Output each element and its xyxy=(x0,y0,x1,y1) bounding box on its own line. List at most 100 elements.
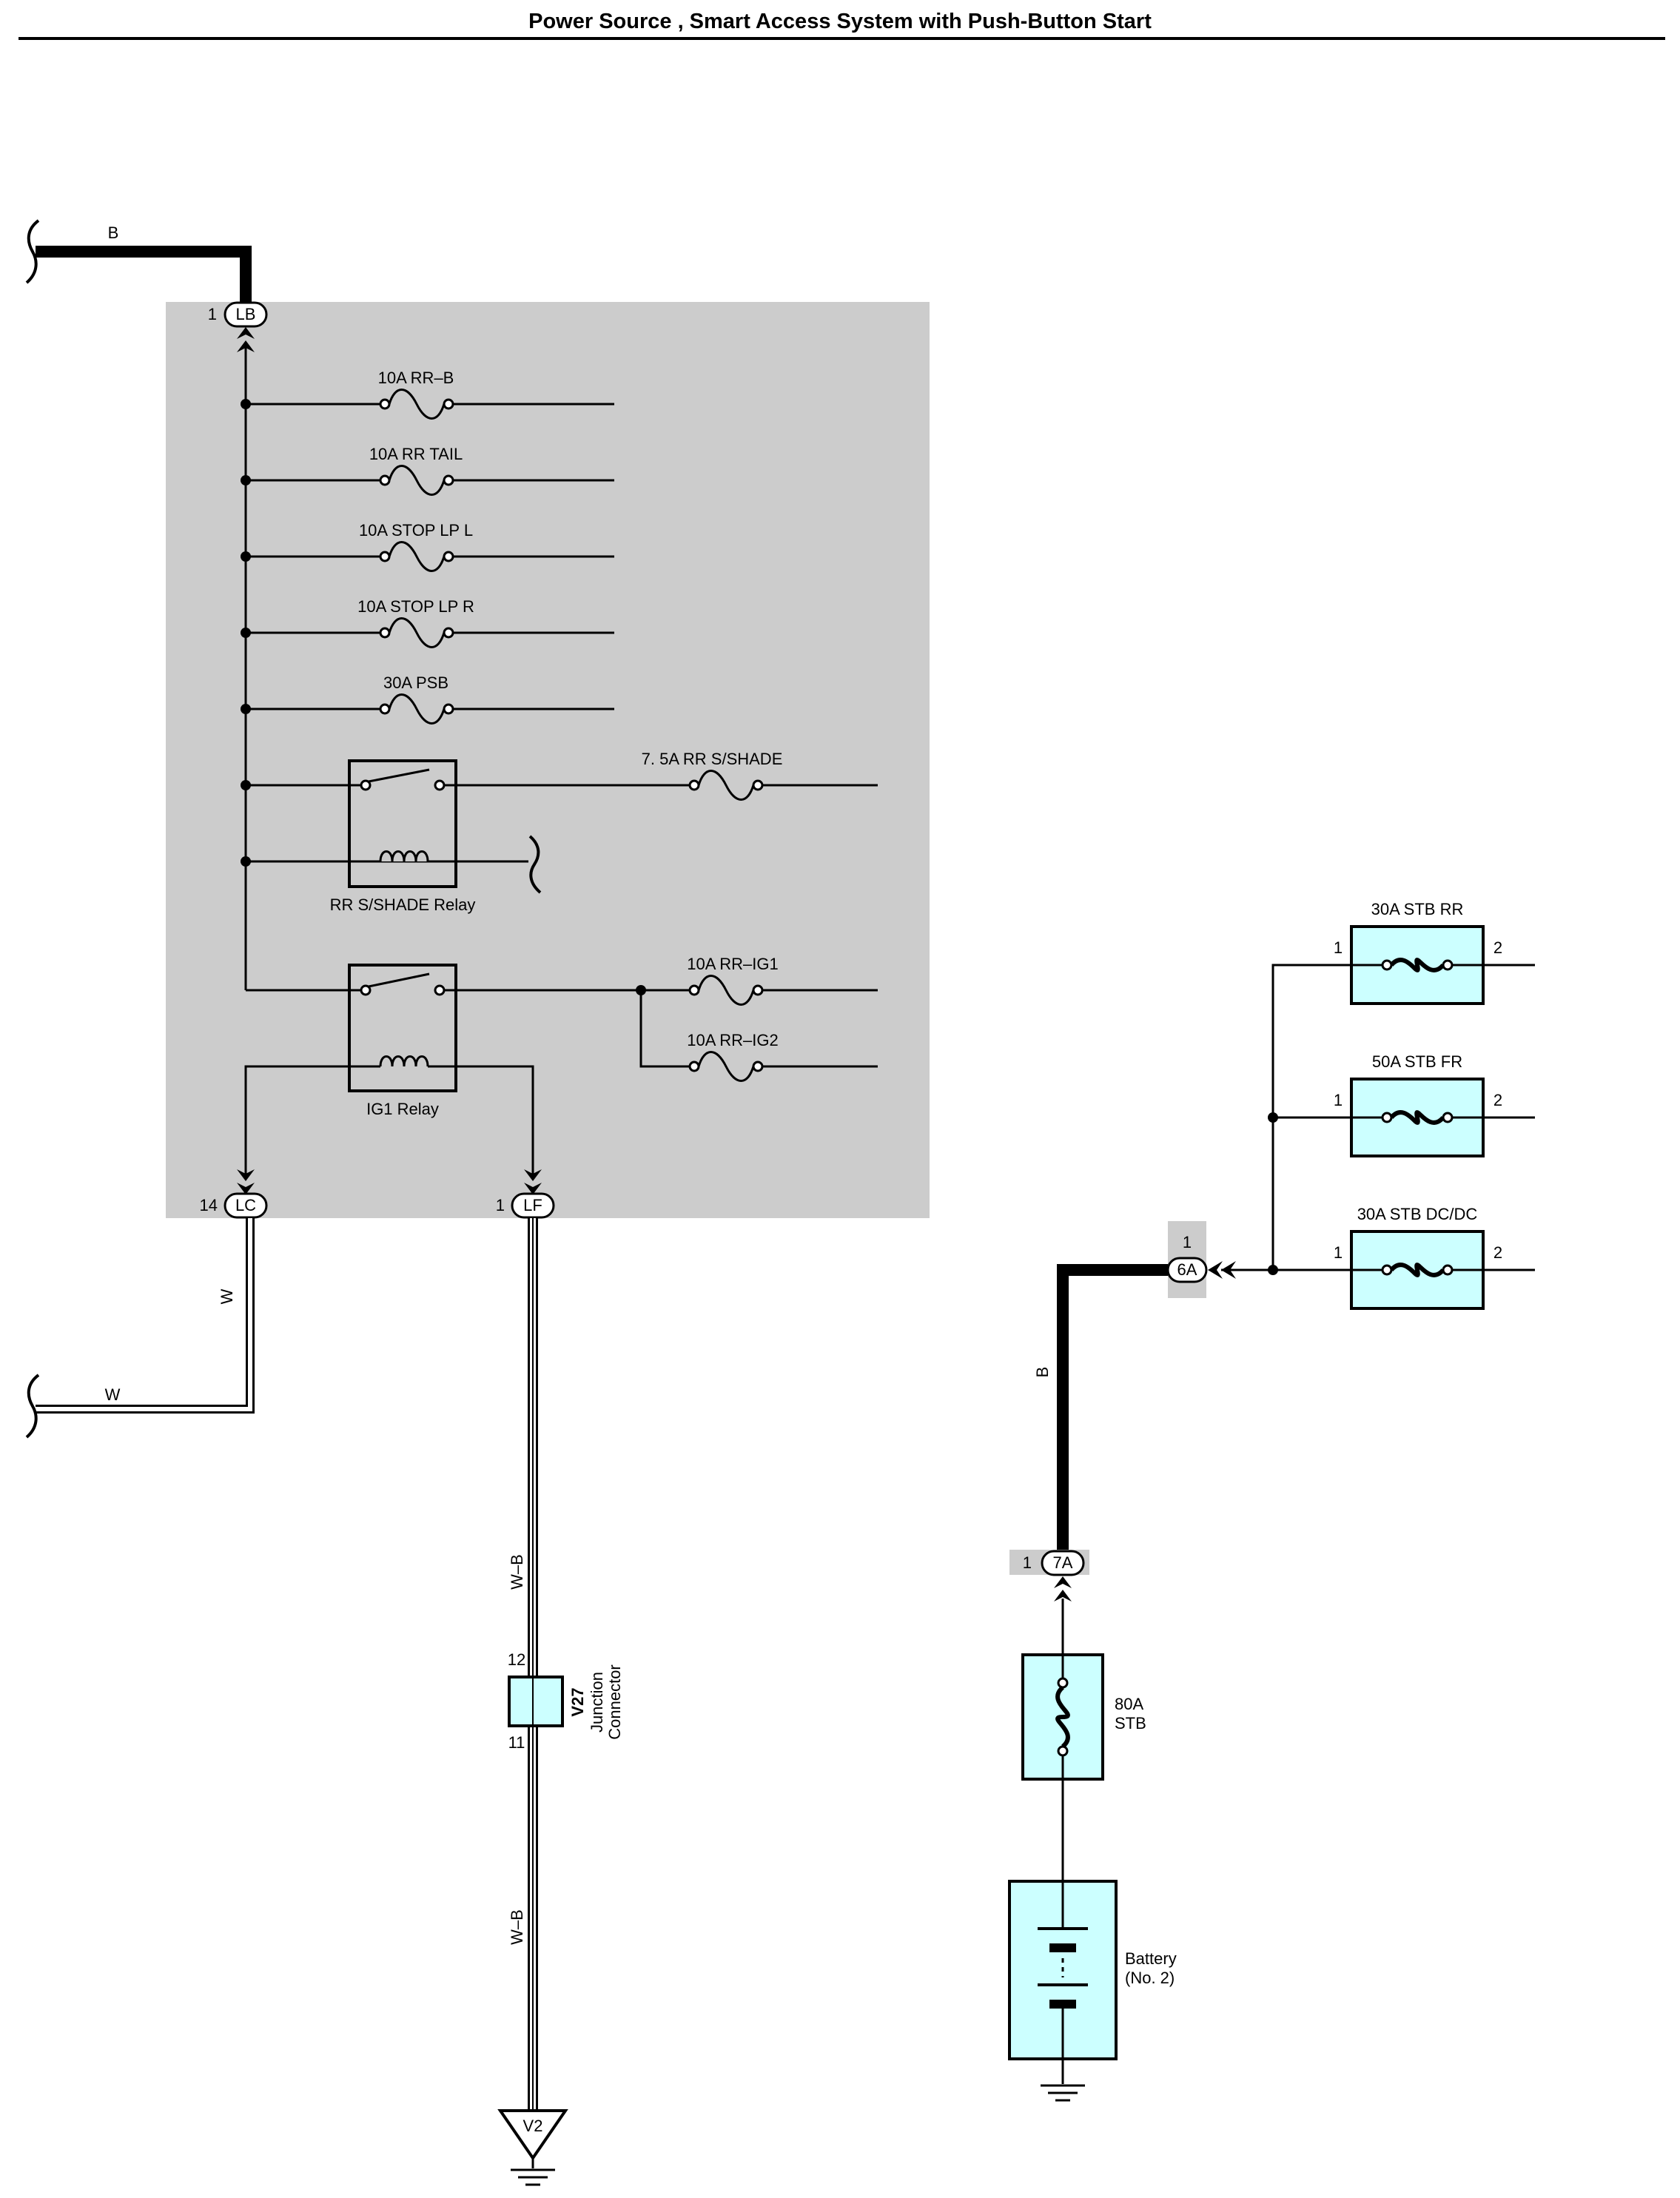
ig-fuse-rows: 10A RR–IG1 10A RR–IG2 xyxy=(444,955,878,1082)
connector-lf: 1 LF xyxy=(496,1169,555,1219)
relay-switch-arm xyxy=(368,972,430,988)
ig1-relay: IG1 Relay xyxy=(244,964,534,1177)
fuse-row: 30A PSB xyxy=(241,673,614,725)
fuse-label: 10A RR–B xyxy=(378,369,454,387)
fuse-label: 7. 5A RR S/SHADE xyxy=(642,750,783,768)
ground-triangle xyxy=(497,2109,568,2161)
fuse-symbol xyxy=(388,465,446,496)
wire-b-heavy xyxy=(36,246,252,305)
fuse-symbol xyxy=(697,770,755,801)
fuse-label: 10A STOP LP R xyxy=(357,597,474,616)
junction-block-panel xyxy=(166,302,930,1218)
fuse-symbol xyxy=(388,389,446,420)
connector-oval xyxy=(224,301,268,328)
ground-battery xyxy=(1041,2059,1085,2102)
fuse-pin-in: 1 xyxy=(1334,1243,1343,1262)
fuse-symbol xyxy=(388,541,446,572)
battery-label-line1: Battery xyxy=(1125,1949,1177,1968)
fuse-symbol xyxy=(1055,1685,1070,1749)
fuse-row: 10A RR–B xyxy=(241,369,614,420)
connector-7a: 1 7A xyxy=(1009,1550,1089,1602)
fuse-label: 30A PSB xyxy=(383,673,448,692)
wire-color-w: W xyxy=(105,1385,121,1404)
fuse-symbol xyxy=(1389,1110,1445,1125)
connector-oval xyxy=(511,1192,555,1219)
fuse-label: 10A STOP LP L xyxy=(359,521,473,540)
fuse-pin-out: 2 xyxy=(1493,938,1502,957)
main-fuse-label-line1: 80A xyxy=(1115,1695,1143,1713)
fuse-pin-in: 1 xyxy=(1334,938,1343,957)
fuse-label: 30A STB DC/DC xyxy=(1357,1205,1478,1223)
ground-label: V2 xyxy=(523,2117,543,2135)
wire-color-w-b: W–B xyxy=(508,1554,526,1590)
wire-b-feed: B xyxy=(1033,1264,1168,1551)
fuse-symbol xyxy=(388,693,446,725)
junction-connector-box xyxy=(508,1676,564,1727)
ground-v2: V2 xyxy=(497,2109,568,2186)
relay-switch-arm xyxy=(368,768,430,783)
stb-fuse: 50A STB FR 1 2 xyxy=(1334,1052,1535,1157)
junction-name-line2: Connector xyxy=(605,1664,624,1740)
wire-color-w: W xyxy=(218,1288,236,1304)
fuse-pin-out: 2 xyxy=(1493,1091,1502,1109)
stb-fuse: 30A STB RR 1 2 xyxy=(1334,900,1535,1005)
junction-connector-v27: 12 11 V27 Junction Connector xyxy=(508,1650,624,1752)
fuse-symbol xyxy=(388,617,446,648)
fuse-row: 10A RR TAIL xyxy=(241,445,614,496)
fuse-symbol xyxy=(1389,958,1445,972)
junction-name-line1: Junction xyxy=(588,1672,606,1732)
junction-pin-bottom: 11 xyxy=(508,1733,525,1752)
connector-pin: 1 xyxy=(208,305,217,323)
connector-name: LC xyxy=(235,1196,256,1214)
wire-break-mark xyxy=(528,835,542,894)
relay-coil xyxy=(379,1055,429,1067)
connector-name: LF xyxy=(523,1196,542,1214)
connector-arrow xyxy=(1208,1261,1236,1279)
wire-b-top: B xyxy=(25,219,252,305)
connector-pin: 1 xyxy=(496,1196,505,1214)
fuse-symbol xyxy=(697,975,755,1006)
connector-oval xyxy=(1041,1550,1085,1576)
relay-coil xyxy=(379,850,429,862)
fuse-symbol xyxy=(697,1051,755,1082)
fuse-label: 10A RR–IG2 xyxy=(687,1031,779,1049)
junction-code: V27 xyxy=(568,1687,587,1716)
connector-arrow xyxy=(1054,1576,1072,1602)
relay-contact xyxy=(434,779,446,791)
relay-label: IG1 Relay xyxy=(366,1100,439,1118)
fuse-pin-in: 1 xyxy=(1334,1091,1343,1109)
fuse-label: 10A RR–IG1 xyxy=(687,955,779,973)
connector-lc: 14 LC xyxy=(200,1169,268,1219)
connector-arrow xyxy=(524,1169,542,1194)
connector-name: 7A xyxy=(1053,1553,1073,1572)
main-fuse-80a: 80A STB xyxy=(1021,1653,1146,1781)
connector-lb: 1 LB xyxy=(208,301,268,352)
battery-label-line2: (No. 2) xyxy=(1125,1969,1175,1987)
battery-no2: Battery (No. 2) xyxy=(1008,1880,1177,2060)
wire-color-b: B xyxy=(1033,1367,1052,1378)
fuse-label: 10A RR TAIL xyxy=(369,445,463,463)
relay-label: RR S/SHADE Relay xyxy=(330,895,476,914)
connector-pin: 14 xyxy=(200,1196,218,1214)
fuse-row: 10A STOP LP L xyxy=(241,521,614,572)
connector-name: 6A xyxy=(1177,1260,1197,1279)
fuse-label: 30A STB RR xyxy=(1371,900,1464,918)
wire-w: W W xyxy=(25,1218,255,1439)
relay-contact xyxy=(434,984,446,996)
connector-name: LB xyxy=(236,305,256,323)
fuse-row: 10A STOP LP R xyxy=(241,597,614,648)
junction-pin-top: 12 xyxy=(508,1650,525,1669)
connector-arrow xyxy=(237,1169,255,1194)
stb-bus xyxy=(1221,964,1351,1275)
wire-color-w-b: W–B xyxy=(508,1909,526,1945)
connector-pin: 1 xyxy=(1023,1553,1032,1572)
fuse-symbol xyxy=(1389,1263,1445,1277)
shade-fuse-row: 7. 5A RR S/SHADE xyxy=(444,750,878,801)
fuse-label: 50A STB FR xyxy=(1372,1052,1462,1071)
relay-contact xyxy=(360,984,372,996)
wire-color-b: B xyxy=(108,224,119,242)
main-fuse-label-line2: STB xyxy=(1115,1714,1146,1732)
relay-box xyxy=(348,964,457,1092)
page-title: Power Source , Smart Access System with … xyxy=(528,10,1152,33)
